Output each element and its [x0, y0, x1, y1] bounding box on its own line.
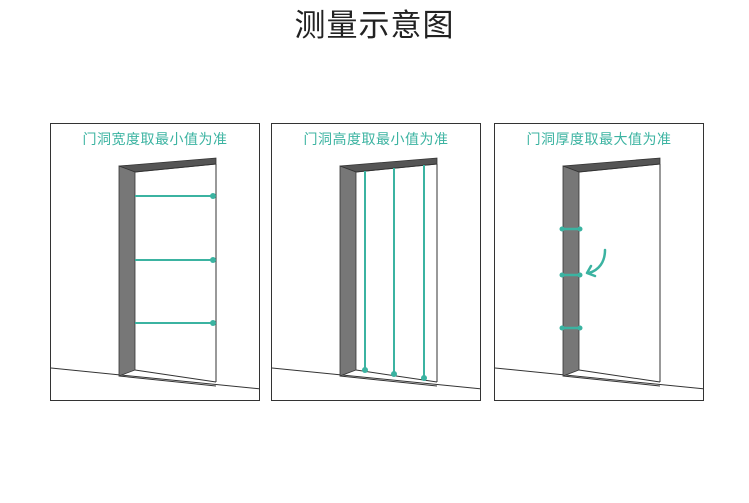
door-height-illustration: [272, 157, 480, 390]
panel-door-height: 门洞高度取最小值为准: [271, 123, 481, 401]
door-thickness-illustration: [495, 157, 703, 390]
door-width-illustration: [51, 157, 259, 390]
height-measure-lines: [362, 165, 427, 381]
diagram-title: 测量示意图: [294, 8, 455, 44]
panel-width-label: 门洞宽度取最小值为准: [82, 132, 228, 148]
thickness-measure-lines: [559, 226, 583, 331]
panel-door-width: 门洞宽度取最小值为准: [50, 123, 260, 401]
curved-arrow-icon: [585, 248, 607, 278]
panel-height-label: 门洞高度取最小值为准: [303, 132, 449, 148]
width-measure-lines: [135, 193, 216, 326]
panel-door-thickness: 门洞厚度取最大值为准: [494, 123, 704, 401]
panel-thickness-label: 门洞厚度取最大值为准: [526, 132, 672, 148]
